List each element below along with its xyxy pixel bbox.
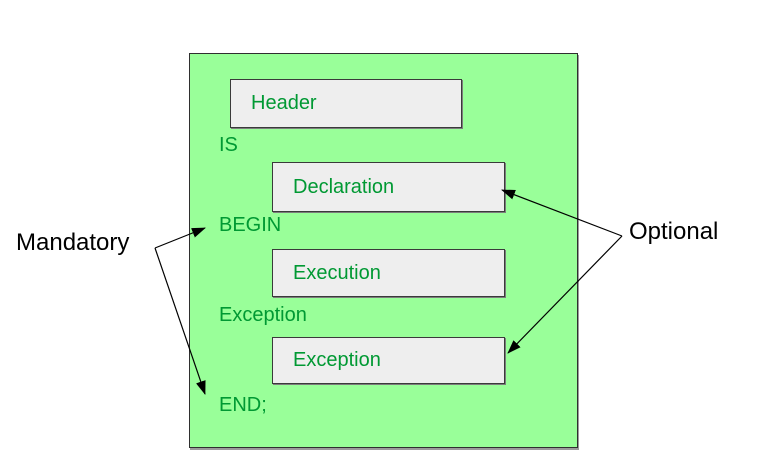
keyword-exception: Exception [219,304,307,326]
declaration-box-label: Declaration [293,175,395,198]
declaration-box: Declaration [272,162,505,212]
exception-box: Exception [272,337,505,384]
header-box: Header [230,79,462,128]
keyword-is: IS [219,134,238,156]
execution-box-label: Execution [293,261,381,284]
optional-label: Optional [629,218,719,245]
keyword-begin: BEGIN [219,214,282,236]
execution-box: Execution [272,249,505,297]
mandatory-label: Mandatory [16,229,130,256]
exception-box-label: Exception [293,349,381,371]
keyword-end: END; [219,394,267,416]
header-box-label: Header [251,92,317,114]
